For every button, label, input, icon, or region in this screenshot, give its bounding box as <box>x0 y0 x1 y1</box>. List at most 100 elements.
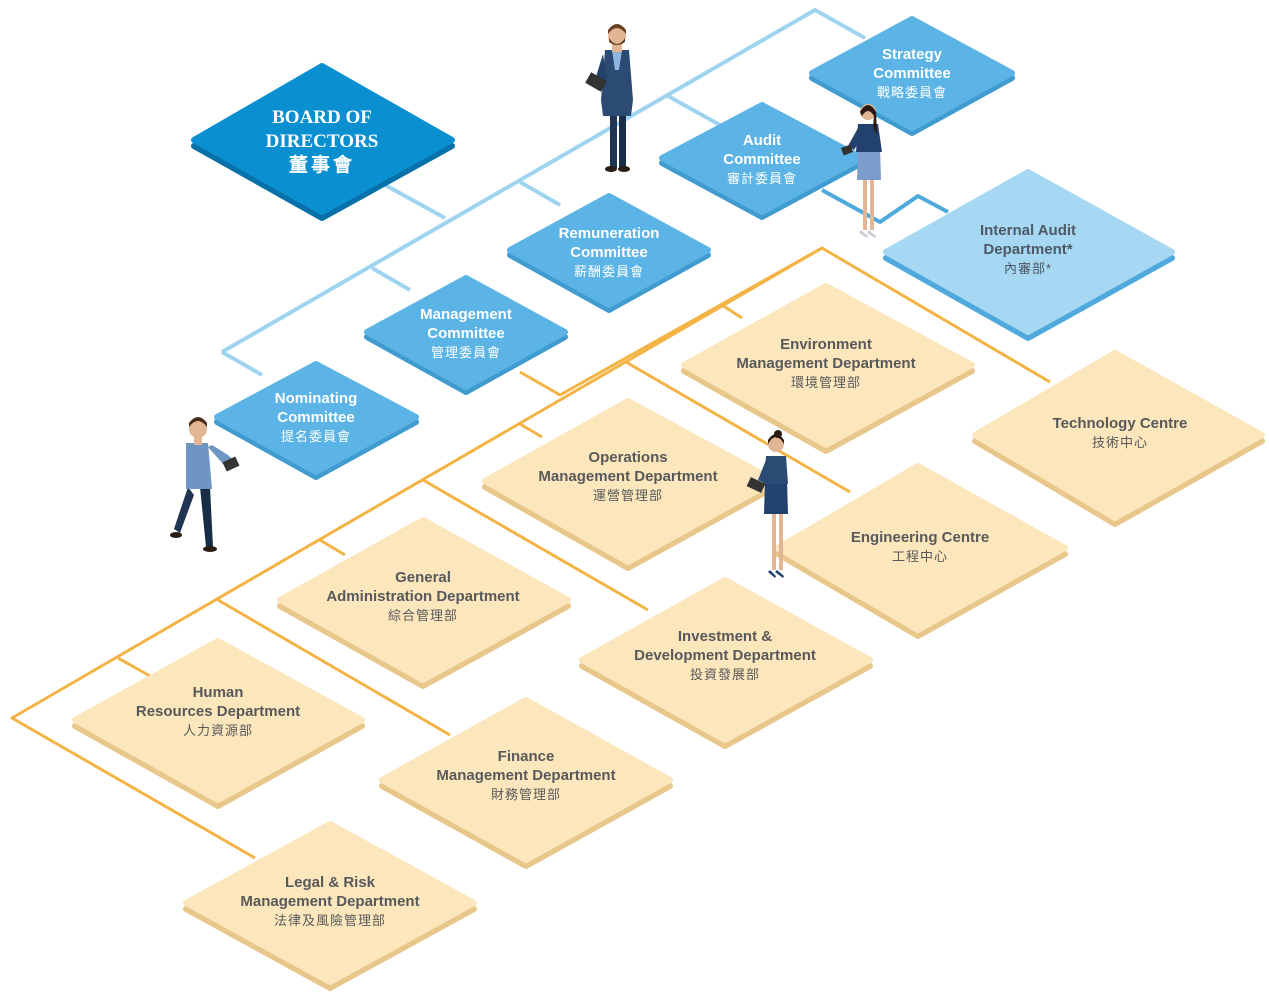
environment-shape <box>681 283 975 454</box>
management-label-line2: Committee <box>427 325 505 342</box>
general-admin-label-line1: General <box>395 569 451 586</box>
orange-fin-link <box>217 598 451 737</box>
board-shape <box>191 63 455 221</box>
nominating-committee-node: Nominating Committee 提名委員會 <box>196 389 436 446</box>
board-of-directors-node: BOARD OF DIRECTORS 董事會 <box>202 106 442 178</box>
strategy-label-zh: 戰略委員會 <box>876 85 947 100</box>
general-admin-shape <box>277 517 571 689</box>
orange-connectors <box>10 246 1051 860</box>
strategy-committee-node: Strategy Committee 戰略委員會 <box>792 45 1032 102</box>
blue-main-line <box>221 8 866 354</box>
orange-main-line <box>519 246 1051 397</box>
finance-department-node: Finance Management Department 財務管理部 <box>406 747 646 804</box>
blue-board-link <box>384 183 446 220</box>
management-shape <box>364 275 568 395</box>
audit-committee-node: Audit Committee 審計委員會 <box>642 131 882 188</box>
nominating-label-line1: Nominating <box>274 390 358 407</box>
human-resources-label-zh: 人力資源部 <box>182 723 253 738</box>
management-label-zh: 管理委員會 <box>430 345 501 360</box>
human-resources-label-line1: Human <box>192 684 244 701</box>
internal-audit-shape <box>883 169 1175 341</box>
legal-risk-shape <box>183 821 477 991</box>
environment-department-node: Environment Management Department 環境管理部 <box>706 335 946 392</box>
technology-centre-node: Technology Centre 技術中心 <box>1000 414 1240 452</box>
department-shapes <box>72 283 1265 991</box>
audit-label-zh: 審計委員會 <box>726 171 797 186</box>
finance-shape <box>379 697 673 869</box>
blue-audit-link <box>667 94 721 127</box>
board-label-zh: 董事會 <box>288 155 355 176</box>
strategy-shape <box>809 16 1015 136</box>
board-label-line2: DIRECTORS <box>265 131 379 152</box>
investment-label-zh: 投資發展部 <box>689 667 760 682</box>
nominating-shape <box>214 361 419 480</box>
internal-audit-label-line1: Internal Audit <box>979 222 1077 239</box>
remuneration-label-zh: 薪酬委員會 <box>573 264 644 279</box>
businessman-phone-figure <box>170 417 240 552</box>
environment-label-line2: Management Department <box>736 355 916 372</box>
legal-risk-label-zh: 法律及風險管理部 <box>273 913 386 928</box>
general-admin-department-node: General Administration Department 綜合管理部 <box>303 568 543 625</box>
nominating-label-zh: 提名委員會 <box>280 429 351 444</box>
engineering-label-zh: 工程中心 <box>891 549 948 564</box>
environment-label-zh: 環境管理部 <box>790 375 861 390</box>
finance-label-zh: 財務管理部 <box>490 787 561 802</box>
legal-risk-label-line1: Legal & Risk <box>284 874 376 891</box>
technology-shape <box>972 350 1265 527</box>
engineering-centre-node: Engineering Centre 工程中心 <box>800 528 1040 566</box>
orange-spine <box>10 246 823 860</box>
governance-shapes <box>191 16 1175 480</box>
remuneration-committee-node: Remuneration Committee 薪酬委員會 <box>489 224 729 281</box>
internal-audit-label-zh: 內審部* <box>1003 261 1053 276</box>
engineering-label-line1: Engineering Centre <box>850 529 990 546</box>
audit-label-line1: Audit <box>742 132 782 149</box>
investment-department-node: Investment & Development Department 投資發展… <box>605 627 845 684</box>
finance-label-line1: Finance <box>497 748 555 765</box>
environment-label-line1: Environment <box>780 336 872 353</box>
blue-management-link <box>370 266 412 292</box>
technology-label-zh: 技術中心 <box>1091 435 1148 450</box>
blue-connectors <box>221 8 866 377</box>
orange-ga-link <box>319 538 346 557</box>
legal-risk-label-line2: Management Department <box>240 893 420 910</box>
operations-label-line2: Management Department <box>538 468 718 485</box>
nominating-label-line2: Committee <box>277 409 355 426</box>
audit-label-line2: Committee <box>723 151 801 168</box>
operations-shape <box>482 398 778 571</box>
remuneration-label-line1: Remuneration <box>558 225 660 242</box>
investment-shape <box>579 577 873 749</box>
finance-label-line2: Management Department <box>436 767 616 784</box>
legal-risk-department-node: Legal & Risk Management Department 法律及風險… <box>210 873 450 930</box>
board-label-line1: BOARD OF <box>272 107 372 128</box>
management-label-line1: Management <box>420 306 512 323</box>
orange-ops-link <box>519 422 543 439</box>
human-resources-shape <box>72 638 365 809</box>
orange-inv-link <box>422 478 649 612</box>
technology-label-line1: Technology Centre <box>1052 415 1188 432</box>
blue-remuneration-link <box>519 180 561 207</box>
businesswoman-figure <box>840 104 882 238</box>
remuneration-shape <box>507 193 711 313</box>
internal-audit-link <box>821 188 949 224</box>
businesswoman-tablet-figure <box>746 430 788 578</box>
remuneration-label-line2: Committee <box>570 244 648 261</box>
human-resources-label-line2: Resources Department <box>135 703 301 720</box>
internal-audit-label-line2: Department* <box>983 241 1073 258</box>
management-committee-node: Management Committee 管理委員會 <box>346 305 586 362</box>
businessman-tablet-figure <box>585 24 633 172</box>
internal-audit-department-node: Internal Audit Department* 內審部* <box>908 221 1148 278</box>
human-resources-department-node: Human Resources Department 人力資源部 <box>98 683 338 740</box>
strategy-label-line1: Strategy <box>881 46 943 63</box>
orange-hr-link <box>117 656 151 678</box>
orange-env-link <box>721 303 743 320</box>
blue-nominating-link <box>221 350 263 377</box>
engineering-shape <box>775 463 1068 639</box>
orange-eng-link <box>625 360 851 494</box>
operations-department-node: Operations Management Department 運營管理部 <box>508 448 748 505</box>
strategy-label-line2: Committee <box>873 65 951 82</box>
investment-label-line2: Development Department <box>634 647 816 664</box>
general-admin-label-line2: Administration Department <box>326 588 520 605</box>
general-admin-label-zh: 綜合管理部 <box>387 608 458 623</box>
